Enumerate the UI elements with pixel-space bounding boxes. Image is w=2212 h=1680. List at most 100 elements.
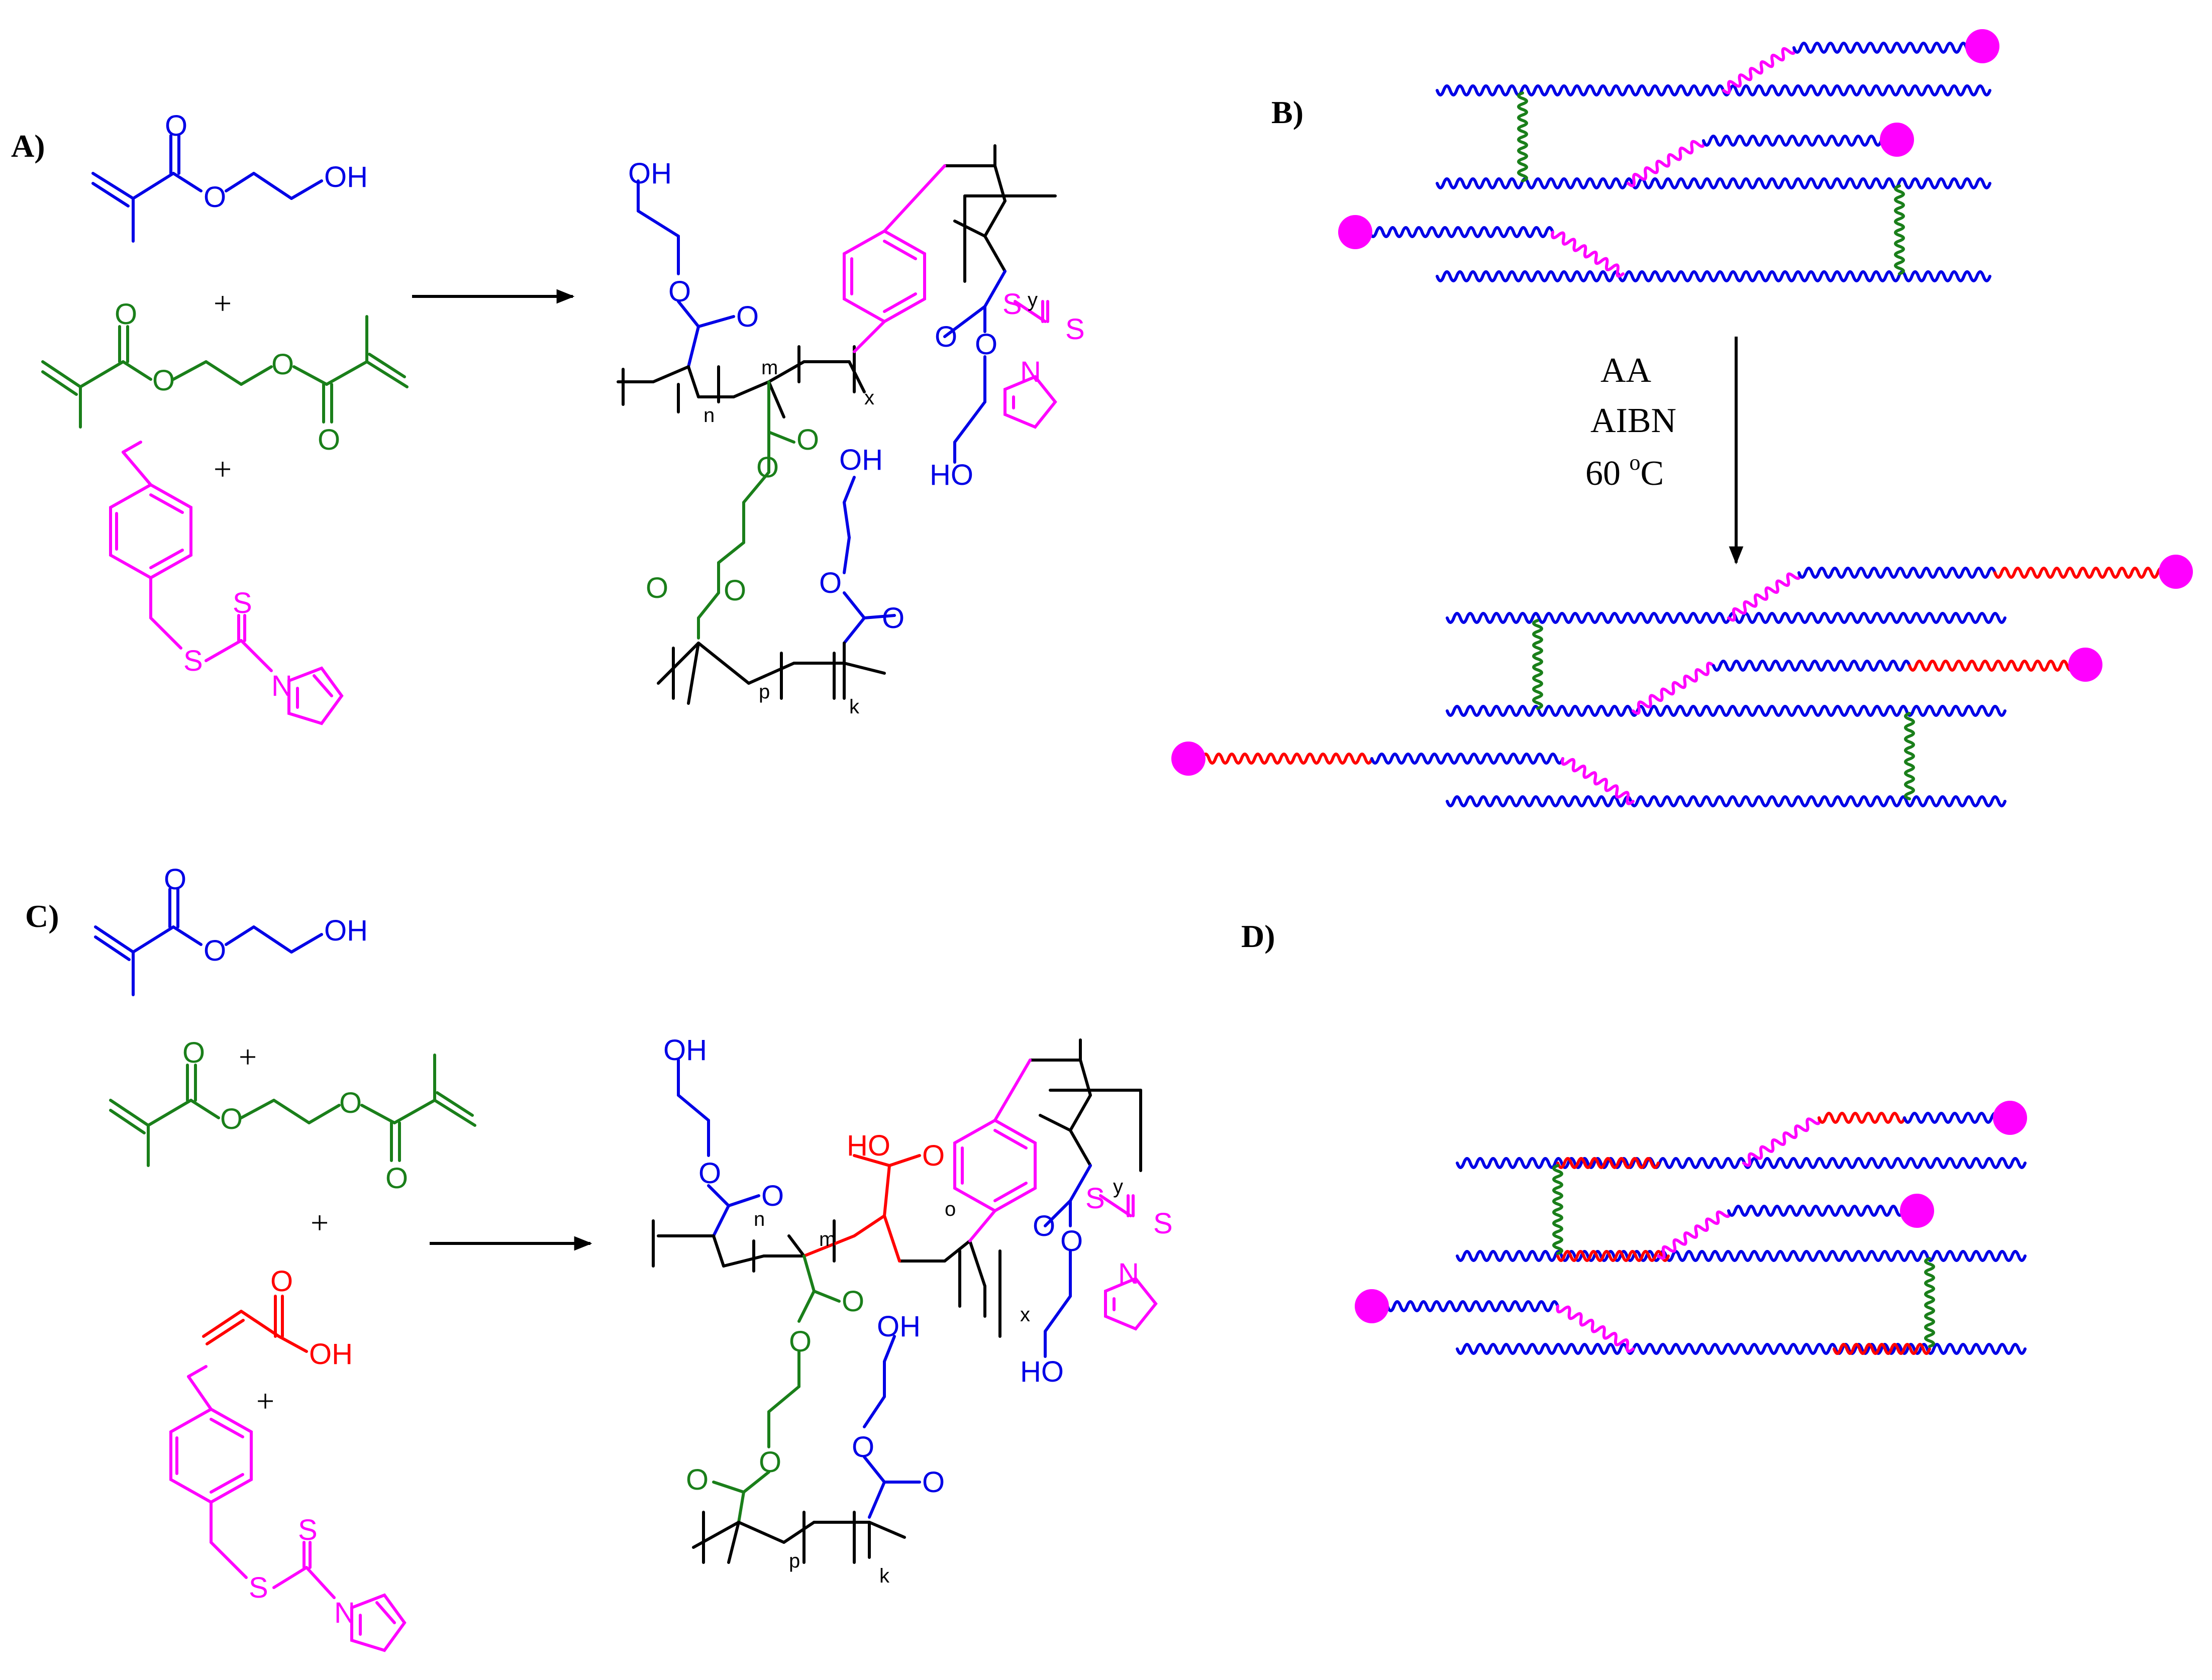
condition-temperature: 60 oC bbox=[1585, 450, 1664, 493]
backbone-chain bbox=[1456, 1343, 2027, 1355]
subscript-y: y bbox=[1113, 1176, 1123, 1198]
product-c-egdma-o-1: O bbox=[842, 1285, 864, 1318]
cta-pyrrole-n: N bbox=[271, 670, 292, 702]
product-a-right-carbonyl-o: O bbox=[935, 321, 957, 353]
crosslink-chain bbox=[1552, 1164, 1563, 1255]
crosslink-chain bbox=[1904, 712, 1915, 800]
product-a-right-ester-o: O bbox=[975, 328, 997, 361]
graft-chain bbox=[1355, 226, 1554, 238]
hema-hydroxyl: OH bbox=[324, 914, 368, 947]
backbone-chain bbox=[1436, 84, 1991, 96]
egdma-ester-o-1: O bbox=[220, 1103, 243, 1135]
cta-monomer bbox=[109, 441, 344, 725]
condition-reagent: AA bbox=[1600, 351, 1652, 390]
temperature-degree: o bbox=[1630, 450, 1641, 475]
product-a-egdma-o-2: O bbox=[756, 451, 779, 484]
product-c-pyrrole-n: N bbox=[1118, 1257, 1139, 1290]
egdma-carbonyl-o-1: O bbox=[115, 298, 137, 331]
paa-chain bbox=[1818, 1112, 1906, 1124]
product-a-carbonyl-o: O bbox=[736, 300, 759, 333]
graft-chain bbox=[1712, 660, 1911, 672]
product-c-sulfur-1: S bbox=[1085, 1182, 1105, 1215]
chain-schematics bbox=[1171, 29, 2193, 1355]
plus-sign: + bbox=[256, 1383, 274, 1419]
graft-chain bbox=[1903, 1112, 2006, 1124]
subscript-p: p bbox=[759, 681, 770, 703]
chain-end-icon bbox=[2068, 648, 2102, 682]
egdma-crosslinker bbox=[109, 1054, 476, 1167]
subscript-o: o bbox=[945, 1198, 956, 1220]
polymer-network-c bbox=[652, 1038, 1158, 1564]
subscript-k: k bbox=[849, 696, 860, 718]
plus-sign: + bbox=[239, 1039, 257, 1075]
panel-label-d: D) bbox=[1241, 918, 1275, 954]
product-c-lower-carbonyl-o: O bbox=[922, 1466, 945, 1499]
hema-carbonyl-o: O bbox=[165, 110, 187, 142]
panel-a-scheme: O O OH + O O O O + bbox=[41, 110, 1085, 725]
hema-monomer bbox=[94, 888, 323, 996]
cta-sulfur-thiocarbonyl: S bbox=[233, 587, 252, 619]
plus-sign: + bbox=[311, 1205, 329, 1240]
product-a-ester-o: O bbox=[668, 275, 691, 308]
egdma-ester-o-1: O bbox=[152, 364, 175, 397]
egdma-ester-o-2: O bbox=[339, 1087, 362, 1119]
plus-sign: + bbox=[214, 285, 232, 321]
subscript-m: m bbox=[761, 357, 778, 379]
paa-chain bbox=[1833, 1343, 1931, 1355]
egdma-carbonyl-o-2: O bbox=[318, 424, 340, 456]
product-c-acid-hydroxyl: HO bbox=[847, 1129, 890, 1162]
panel-c-scheme: O O OH + O O O O + bbox=[94, 863, 1173, 1652]
cta-pyrrole-n: N bbox=[334, 1597, 355, 1629]
product-a-hydroxyl-top: OH bbox=[628, 157, 672, 190]
temperature-value: 60 bbox=[1585, 454, 1630, 493]
panel-label-b: B) bbox=[1271, 94, 1303, 130]
chain-end-icon bbox=[1171, 742, 1205, 776]
cta-sulfur-thioether: S bbox=[183, 645, 203, 677]
graft-chain bbox=[1370, 753, 1564, 765]
product-c-right-ester-o: O bbox=[1060, 1225, 1083, 1257]
paa-chain bbox=[1908, 660, 2082, 672]
cta-graft-chain bbox=[1551, 231, 1625, 278]
acrylic-acid-hydroxyl: OH bbox=[309, 1338, 353, 1371]
product-a-right-hydroxyl: HO bbox=[930, 459, 973, 491]
subscript-y: y bbox=[1028, 289, 1038, 311]
condition-initiator: AIBN bbox=[1590, 401, 1676, 440]
cta-graft-chain bbox=[1627, 139, 1705, 187]
product-c-carbonyl-o: O bbox=[761, 1180, 784, 1212]
cta-graft-chain bbox=[1742, 1116, 1821, 1167]
chain-end-icon bbox=[2159, 555, 2193, 589]
hema-carbonyl-o: O bbox=[164, 863, 186, 896]
egdma-carbonyl-o-1: O bbox=[182, 1036, 205, 1069]
acrylic-acid-monomer bbox=[202, 1295, 308, 1353]
backbone-chain bbox=[1446, 795, 2006, 807]
product-a-sulfur-1: S bbox=[1002, 288, 1022, 321]
subscript-n: n bbox=[754, 1208, 765, 1230]
paa-chain bbox=[1993, 567, 2172, 579]
chain-end-icon bbox=[1880, 123, 1914, 157]
product-a-lower-ester-o: O bbox=[819, 567, 842, 599]
crosslink-chain bbox=[1894, 184, 1905, 275]
graft-chain bbox=[1373, 1300, 1559, 1312]
crosslink-chain bbox=[1517, 91, 1528, 182]
backbone-chain bbox=[1436, 177, 1991, 189]
chain-end-icon bbox=[1965, 29, 1999, 63]
backbone-chain bbox=[1456, 1157, 2027, 1169]
product-c-hydroxyl-lower: OH bbox=[877, 1310, 921, 1343]
product-c-acid-carbonyl-o: O bbox=[922, 1139, 945, 1172]
cta-graft-chain bbox=[1556, 1305, 1635, 1353]
chain-end-icon bbox=[1355, 1289, 1389, 1323]
crosslink-chain bbox=[1532, 619, 1543, 710]
graft-chain bbox=[1727, 1205, 1911, 1217]
backbone-chain bbox=[1436, 270, 1991, 282]
chain-end-icon bbox=[1900, 1194, 1934, 1228]
acrylic-acid-carbonyl-o: O bbox=[270, 1265, 293, 1298]
cta-monomer bbox=[169, 1365, 407, 1652]
panel-label-a: A) bbox=[11, 128, 45, 164]
cta-graft-chain bbox=[1561, 757, 1635, 805]
graft-chain bbox=[1702, 135, 1896, 147]
egdma-ester-o-2: O bbox=[271, 348, 294, 381]
cta-graft-chain bbox=[1727, 571, 1801, 622]
hema-ester-o: O bbox=[204, 934, 226, 967]
product-a-hydroxyl-lower: OH bbox=[839, 444, 883, 476]
